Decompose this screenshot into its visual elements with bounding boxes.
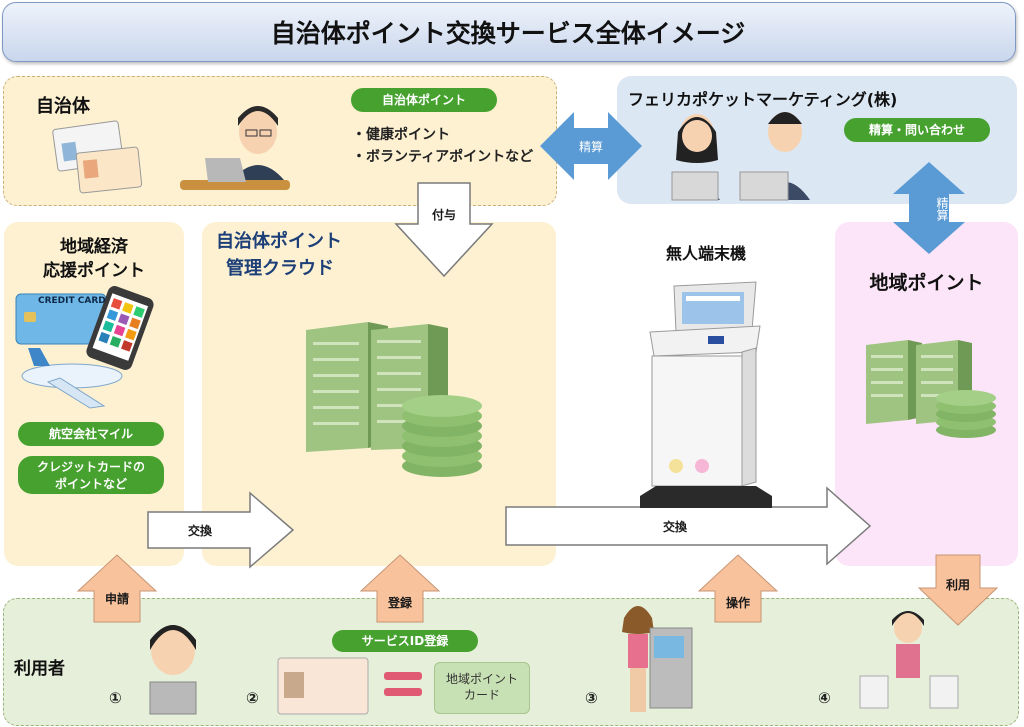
- koukan-right-arrow: [505, 486, 872, 566]
- seisan-vertical-label: 精算: [935, 197, 949, 221]
- step-1-number: ①: [109, 689, 122, 707]
- credit-card-label: CREDIT CARD: [38, 296, 106, 306]
- koukan-left-arrow: [147, 491, 295, 569]
- operators-illustration: [671, 112, 810, 201]
- user-heading: 利用者: [14, 659, 65, 679]
- step-2-number: ②: [246, 689, 259, 707]
- sousa-arrow: [697, 554, 779, 623]
- seisan-horizontal-label: 精算: [578, 140, 603, 154]
- smartphone-illustration: [86, 286, 154, 370]
- regional-economy-heading-line2: 応援ポイント: [43, 261, 145, 281]
- step-3-number: ③: [585, 689, 598, 707]
- jichitai-heading: 自治体: [36, 96, 90, 117]
- koukan-right-label: 交換: [662, 520, 687, 534]
- title-bar: [2, 2, 1016, 62]
- official-illustration: [180, 106, 290, 190]
- kiosk-heading: 無人端末機: [665, 244, 746, 263]
- regional-economy-heading-line1: 地域経済: [60, 237, 128, 257]
- service-id-badge: サービスID登録: [332, 630, 478, 652]
- airline-mile-badge: 航空会社マイル: [18, 422, 164, 446]
- volunteer-point-item: ・ボランティアポイントなど: [352, 149, 534, 165]
- koukan-left-label: 交換: [187, 524, 212, 538]
- cloud-coin-stack: [402, 395, 482, 477]
- step-4-number: ④: [818, 689, 831, 707]
- health-point-item: ・健康ポイント: [352, 127, 450, 143]
- touroku-label: 登録: [387, 596, 412, 610]
- regional-coin-stack: [936, 390, 996, 438]
- regional-economy-panel: [4, 222, 184, 566]
- page-title: 自治体ポイント交換サービス全体イメージ: [270, 19, 746, 48]
- cloud-heading-line2: 管理クラウド: [226, 258, 334, 279]
- regional-point-card-line2: カード: [463, 688, 500, 702]
- riyou-label: 利用: [945, 578, 970, 592]
- fuyo-arrow: [394, 182, 494, 278]
- equals-sign-illustration: [384, 672, 422, 696]
- user-woman-laptop-illustration: [149, 625, 197, 715]
- regional-point-card: 地域ポイント カード: [434, 662, 530, 714]
- user-at-kiosk-illustration: [622, 606, 693, 712]
- felica-heading: フェリカポケットマーケティング(株): [628, 90, 898, 109]
- sousa-label: 操作: [725, 596, 750, 610]
- seisan-horizontal-arrow: [540, 112, 642, 180]
- user-shopping-illustration: [859, 611, 959, 709]
- credit-card-point-line2: ポイントなど: [54, 477, 127, 491]
- seisan-vertical-arrow: [893, 162, 965, 254]
- regional-point-card-line1: 地域ポイント: [445, 672, 518, 686]
- shinsei-label: 申請: [104, 592, 129, 606]
- settlement-inquiry-badge: 精算・問い合わせ: [844, 118, 990, 142]
- kiosk-illustration: [640, 281, 772, 508]
- shinsei-arrow: [76, 554, 158, 623]
- airplane-illustration: [21, 348, 123, 409]
- touroku-arrow: [359, 554, 441, 623]
- credit-card-point-badge: クレジットカードの ポイントなど: [18, 456, 164, 494]
- credit-card-point-line1: クレジットカードの: [36, 460, 145, 474]
- regional-point-heading: 地域ポイント: [869, 272, 984, 294]
- user-id-card-illustration: [277, 657, 369, 715]
- cloud-heading-line1: 自治体ポイント: [216, 231, 342, 252]
- fuyo-label: 付与: [431, 208, 456, 222]
- id-cards-illustration: [52, 120, 143, 194]
- riyou-arrow: [917, 554, 999, 626]
- jichitai-point-badge: 自治体ポイント: [351, 88, 497, 112]
